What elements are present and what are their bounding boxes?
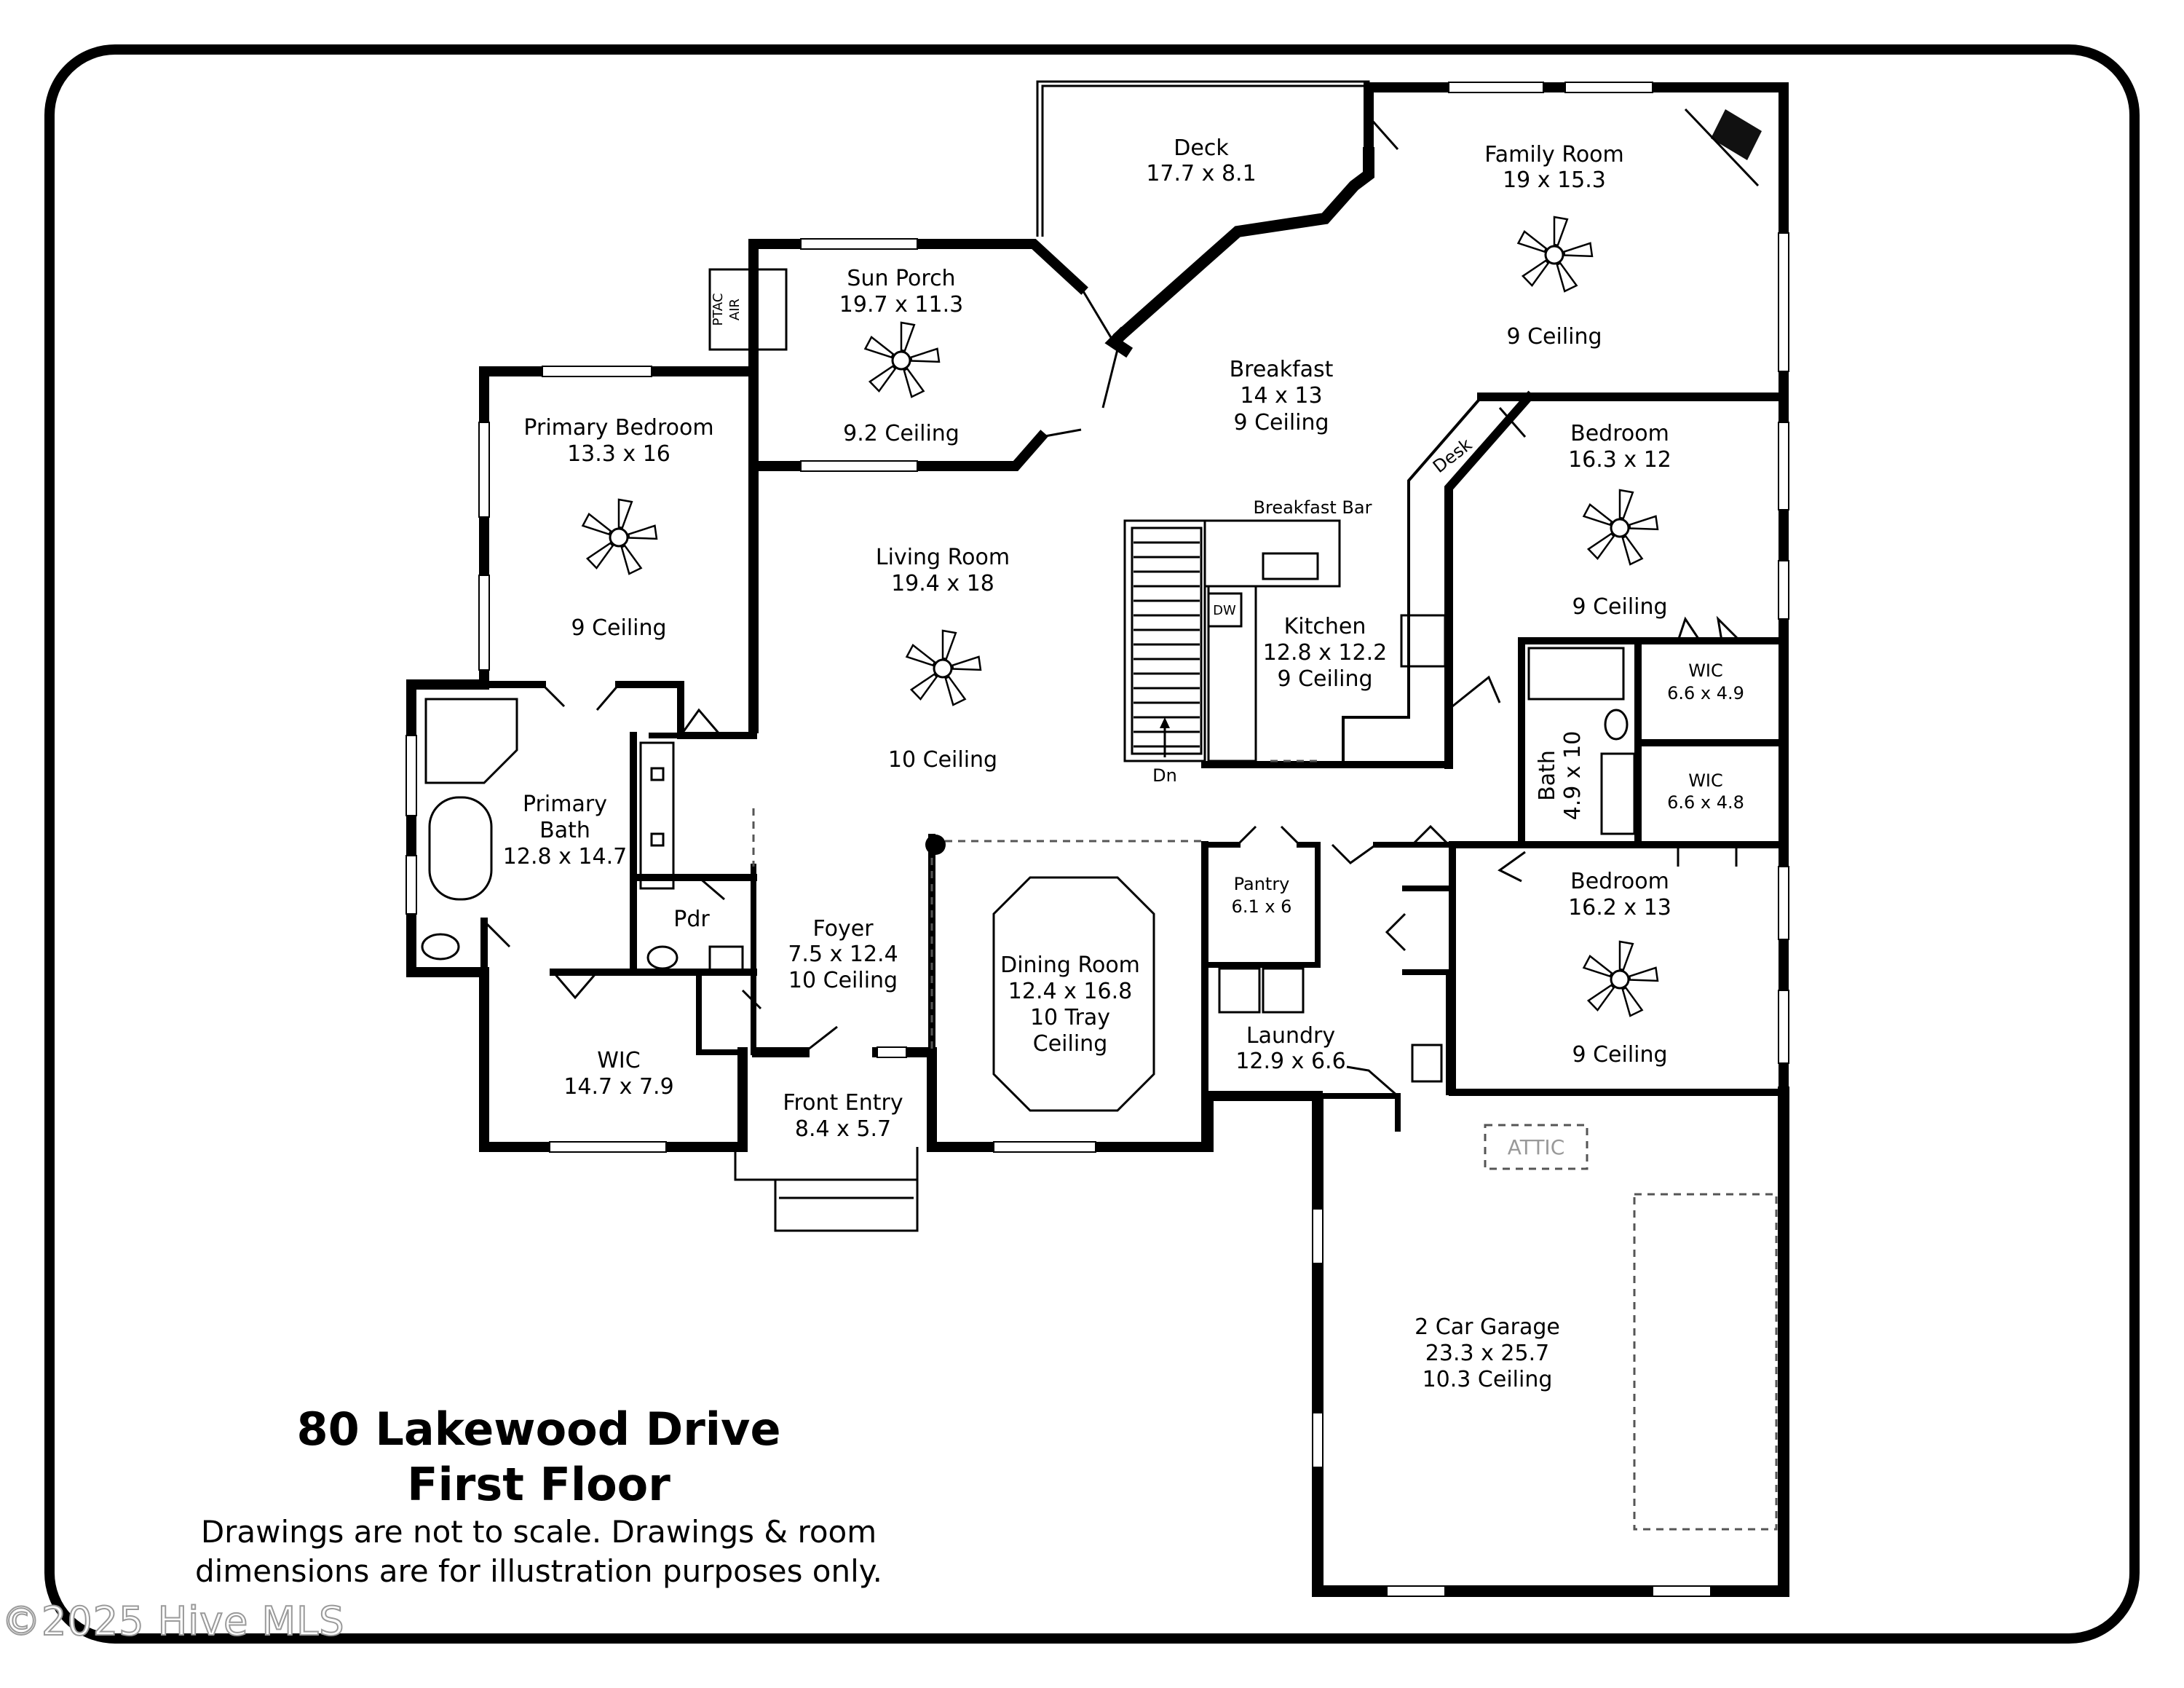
breakfast-bar-label: Breakfast Bar (1254, 497, 1372, 518)
garage-name: 2 Car Garage (1415, 1314, 1560, 1340)
kitchen-name: Kitchen (1284, 614, 1366, 639)
dining-room-name: Dining Room (1000, 953, 1140, 978)
pantry-name: Pantry (1234, 874, 1290, 894)
primary-bath-name-1: Primary (523, 792, 607, 817)
living-room-name: Living Room (876, 545, 1010, 570)
address-title: 80 Lakewood Drive (296, 1403, 781, 1456)
dining-room-ceiling-2: Ceiling (1033, 1031, 1107, 1057)
ceiling-fan-icon (581, 498, 658, 575)
ptac-label-1: PTAC (711, 293, 726, 326)
wic-b-dims: 6.6 x 4.8 (1667, 792, 1744, 813)
kitchen-dims: 12.8 x 12.2 (1263, 640, 1387, 666)
wic-a-dims: 6.6 x 4.9 (1667, 683, 1744, 703)
pdr-name: Pdr (673, 907, 710, 932)
primary-bedroom-name: Primary Bedroom (523, 415, 713, 441)
bedroom-2-ceiling: 9 Ceiling (1572, 594, 1667, 620)
ceiling-fan-icon (1582, 940, 1659, 1017)
stairs (1123, 519, 1206, 762)
kitchen-counters (1203, 519, 1447, 762)
ptac-label-2: AIR (727, 299, 743, 320)
sun-porch-ceiling: 9.2 Ceiling (843, 421, 960, 446)
bedroom-2-name: Bedroom (1570, 421, 1669, 446)
front-entry-name: Front Entry (783, 1090, 903, 1116)
breakfast-dims: 14 x 13 (1240, 383, 1322, 409)
foyer-ceiling: 10 Ceiling (788, 968, 898, 993)
ceiling-fans (581, 216, 1659, 1017)
front-steps (734, 1147, 919, 1232)
foyer-name: Foyer (812, 916, 874, 942)
attic-box (1484, 1124, 1588, 1170)
family-room-name: Family Room (1484, 142, 1624, 167)
deck-dims: 17.7 x 8.1 (1146, 161, 1256, 186)
living-room-dims: 19.4 x 18 (891, 571, 994, 596)
primary-bedroom-dims: 13.3 x 16 (567, 441, 670, 467)
watermark: ©2025 Hive MLS (1, 1598, 345, 1645)
fixtures (421, 108, 1762, 1083)
pantry-dims: 6.1 x 6 (1232, 896, 1292, 917)
disclaimer-line-2: dimensions are for illustration purposes… (194, 1553, 882, 1589)
wic-primary-name: WIC (597, 1048, 640, 1073)
bath-dims: 4.9 x 10 (1560, 731, 1586, 821)
sun-porch-dims: 19.7 x 11.3 (839, 292, 963, 318)
front-entry-dims: 8.4 x 5.7 (795, 1116, 891, 1142)
sun-porch-name: Sun Porch (847, 266, 955, 291)
bath-name: Bath (1535, 750, 1560, 801)
breakfast-ceiling: 9 Ceiling (1233, 410, 1329, 435)
ceiling-fan-icon (1516, 216, 1594, 293)
doors (483, 116, 1741, 1097)
tray-ceiling-outline (992, 876, 1155, 1112)
stairs-down-label: Dn (1152, 765, 1177, 786)
interior-walls (415, 390, 1788, 1151)
kitchen-ceiling: 9 Ceiling (1277, 666, 1372, 692)
plan-title-block: 80 Lakewood Drive First Floor Drawings a… (102, 1402, 976, 1591)
ceiling-fan-icon (863, 321, 941, 398)
frame-border (44, 44, 2140, 1644)
dishwasher-label: DW (1213, 603, 1236, 618)
laundry-name: Laundry (1246, 1023, 1335, 1049)
floor-title: First Floor (407, 1458, 670, 1511)
dining-room-ceiling-1: 10 Tray (1030, 1005, 1110, 1030)
dining-room-dims: 12.4 x 16.8 (1008, 979, 1132, 1004)
primary-bath-dims: 12.8 x 14.7 (503, 844, 627, 869)
attic-label: ATTIC (1508, 1135, 1565, 1159)
windows (405, 82, 1789, 1597)
wic-a-name: WIC (1688, 660, 1723, 681)
bedroom-3-ceiling: 9 Ceiling (1572, 1042, 1667, 1068)
family-room-ceiling: 9 Ceiling (1506, 324, 1602, 350)
living-room-ceiling: 10 Ceiling (888, 747, 997, 773)
deck-name: Deck (1174, 135, 1229, 161)
laundry-dims: 12.9 x 6.6 (1235, 1049, 1345, 1074)
breakfast-name: Breakfast (1230, 357, 1334, 382)
room-labels: Deck 17.7 x 8.1 Family Room 19 x 15.3 9 … (503, 135, 1744, 1392)
primary-bedroom-ceiling: 9 Ceiling (571, 615, 666, 641)
garage-dims: 23.3 x 25.7 (1425, 1341, 1549, 1366)
primary-bath-name-2: Bath (539, 818, 590, 843)
column-marker (925, 835, 946, 855)
bedroom-2-dims: 16.3 x 12 (1568, 447, 1671, 473)
foyer-dims: 7.5 x 12.4 (788, 942, 898, 967)
wic-primary-dims: 14.7 x 7.9 (563, 1074, 673, 1100)
ceiling-fan-icon (1582, 489, 1659, 566)
open-boundaries (752, 760, 1778, 1531)
ceiling-fan-icon (905, 629, 982, 706)
wic-b-name: WIC (1688, 770, 1723, 791)
garage-ceiling: 10.3 Ceiling (1423, 1367, 1553, 1392)
bedroom-3-name: Bedroom (1570, 869, 1669, 894)
disclaimer-line-1: Drawings are not to scale. Drawings & ro… (200, 1514, 877, 1550)
family-room-dims: 19 x 15.3 (1503, 167, 1606, 193)
bedroom-3-dims: 16.2 x 13 (1568, 895, 1671, 920)
